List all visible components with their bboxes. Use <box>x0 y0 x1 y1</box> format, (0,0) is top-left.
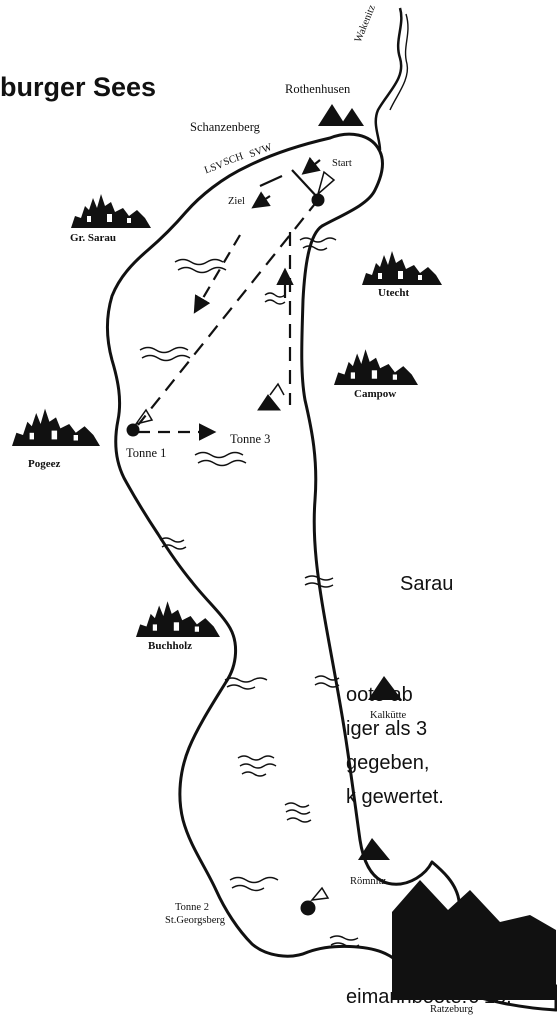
river-wakenitz <box>374 7 403 151</box>
wave-marks <box>139 237 360 948</box>
label-tonne-2: Tonne 2 <box>175 902 209 913</box>
label-tonne-3: Tonne 3 <box>230 432 271 446</box>
page-title: burger Sees <box>0 72 157 102</box>
label-tonne-1: Tonne 1 <box>126 446 167 460</box>
label-campow: Campow <box>354 388 397 400</box>
lake-shore <box>106 132 557 1012</box>
label-buchholz: Buchholz <box>148 640 193 652</box>
text-line-2: iger als 3 <box>346 718 428 740</box>
label-ziel: Ziel <box>228 196 245 207</box>
text-line-4: k gewertet. <box>346 786 444 808</box>
label-ratzeburg: Ratzeburg <box>430 1004 473 1015</box>
label-start: Start <box>332 158 352 169</box>
label-st-georgsberg: St.Georgsberg <box>165 915 225 926</box>
label-kalkuette: Kalkütte <box>370 710 407 721</box>
label-schanzenberg: Schanzenberg <box>190 120 260 134</box>
text-line-3: gegeben, <box>346 752 430 774</box>
text-sarau: Sarau <box>400 573 454 595</box>
label-rothenhusen: Rothenhusen <box>285 82 351 96</box>
label-roemnitz: Römnitz <box>350 876 387 887</box>
course-lines <box>137 156 321 441</box>
buoys <box>126 170 336 916</box>
label-pogeez: Pogeez <box>28 458 61 470</box>
label-utecht: Utecht <box>378 287 410 299</box>
village-icons <box>12 104 556 1000</box>
label-gr-sarau: Gr. Sarau <box>70 232 117 244</box>
